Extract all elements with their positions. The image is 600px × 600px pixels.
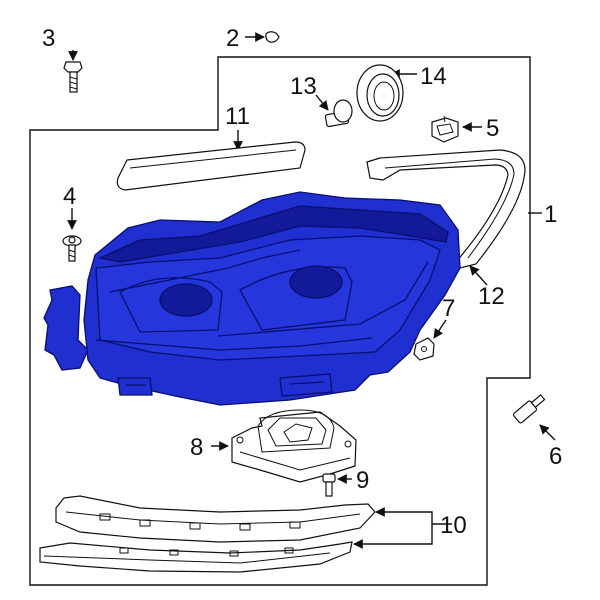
part-7-clip[interactable] [413, 319, 447, 361]
callout-9: 9 [356, 467, 369, 494]
part-10-lower-trims[interactable] [39, 495, 452, 573]
callout-2: 2 [226, 25, 239, 52]
part-3-screw[interactable] [63, 50, 83, 93]
part-6-bolt[interactable] [512, 393, 556, 441]
part-9-screw[interactable] [322, 473, 352, 497]
part-13-bulb[interactable] [315, 94, 353, 128]
callout-1: 1 [544, 201, 557, 228]
part-11-trim-strip[interactable] [116, 130, 306, 191]
part-2-clip[interactable] [245, 31, 280, 43]
callout-4: 4 [63, 183, 76, 210]
callout-7: 7 [442, 295, 455, 322]
callout-13: 13 [290, 73, 317, 100]
part-4-bolt[interactable] [62, 208, 82, 262]
callout-3: 3 [42, 25, 55, 52]
part-8-led-module[interactable] [211, 409, 357, 483]
callout-11: 11 [225, 103, 250, 130]
part-5-clip-nut[interactable] [431, 115, 482, 143]
callout-14: 14 [420, 63, 447, 90]
callout-8: 8 [190, 434, 203, 461]
assembly-outline [29, 56, 531, 586]
callout-12: 12 [478, 283, 505, 310]
part-14-cap[interactable] [356, 64, 417, 122]
callout-6: 6 [549, 443, 562, 470]
callout-10: 10 [440, 512, 467, 539]
part-1-headlamp-assembly[interactable] [43, 191, 542, 406]
callout-5: 5 [486, 115, 499, 142]
